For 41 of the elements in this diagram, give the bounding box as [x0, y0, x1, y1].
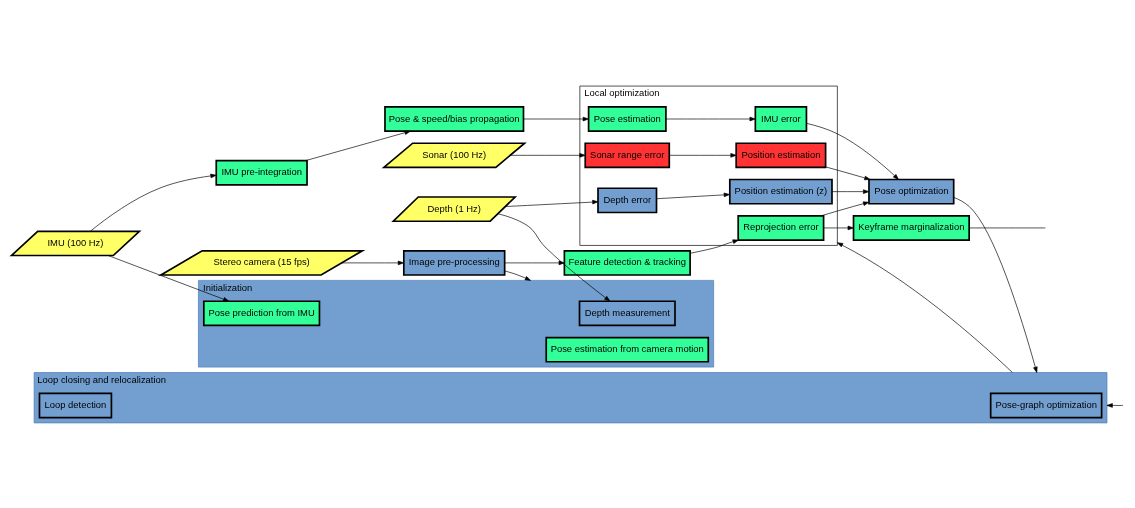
connector [968, 227, 1046, 228]
arrow [665, 116, 756, 121]
node-box: Pose estimation from camera motion [545, 336, 710, 363]
arrow [656, 192, 730, 199]
node-box: Reprojection error [737, 214, 825, 241]
node-box: Pose & speed/bias propagation [384, 105, 525, 132]
node-box: Sonar range error [584, 141, 671, 168]
node-box: Pose-graph optimization [989, 392, 1103, 418]
node-box: Depth error [597, 186, 658, 213]
node-box: Keyframe marginalization [852, 214, 970, 241]
node-box: Position estimation [735, 141, 827, 168]
arrow [497, 212, 611, 301]
node-box: IMU error [754, 105, 808, 132]
node-box: Pose estimation [587, 105, 667, 132]
arrow [1106, 402, 1124, 408]
node-box: Position estimation (z) [728, 178, 833, 205]
arrow [831, 188, 870, 194]
arrow [305, 130, 411, 161]
node-box: Depth measurement [578, 299, 676, 326]
arrow [823, 225, 854, 230]
arrow [825, 166, 871, 180]
node-box: IMU pre-integration [215, 159, 308, 186]
node-box: Loop detection [38, 392, 113, 418]
arrow [820, 201, 870, 216]
arrow [806, 122, 899, 180]
arrow [341, 260, 404, 265]
arrow [505, 199, 599, 207]
arrow [90, 173, 217, 232]
node-box: Image pre-processing [402, 249, 506, 276]
arrow [504, 260, 565, 265]
arrow [510, 152, 586, 158]
arrow [837, 241, 1013, 373]
arrow [504, 270, 531, 281]
arrow [108, 254, 230, 301]
node-box: Pose optimization [868, 178, 955, 205]
arrow [523, 116, 589, 121]
arrow [953, 196, 1038, 373]
arrow [669, 152, 737, 158]
node-box: Pose prediction from IMU [203, 299, 321, 326]
arrow [689, 239, 739, 254]
node-box: Feature detection & tracking [563, 249, 691, 276]
